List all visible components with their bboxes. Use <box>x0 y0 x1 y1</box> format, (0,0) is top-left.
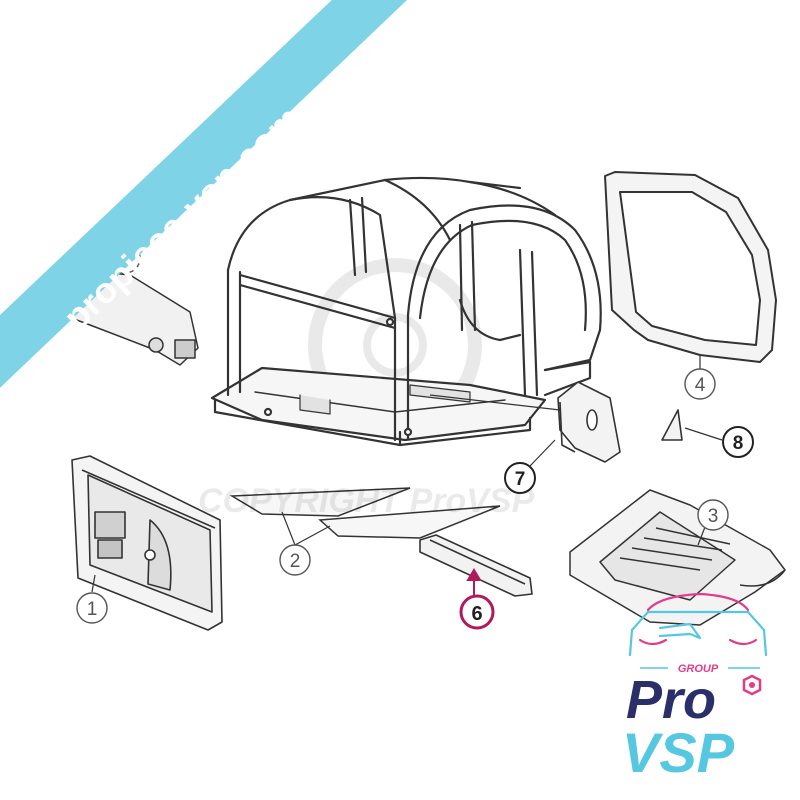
svg-text:3: 3 <box>708 506 719 527</box>
part-3-rear-floor <box>569 489 786 626</box>
part-2-floor-sheets <box>229 487 501 539</box>
part-8-leader <box>684 427 723 441</box>
banner-text: propiece-vsp.com <box>55 98 308 338</box>
part-7-leader <box>529 439 556 467</box>
svg-text:7: 7 <box>515 469 526 490</box>
watermark-text: COPYRIGHT ProVSP <box>198 482 535 520</box>
part-6-arrow <box>466 568 482 595</box>
part-8-clip <box>661 409 683 441</box>
banner-stripe <box>0 0 408 388</box>
hex-nut-icon <box>742 674 762 696</box>
svg-text:6: 6 <box>471 603 482 625</box>
logo-vsp-text: VSP <box>622 721 735 784</box>
provsp-logo: GROUP Pro VSP <box>622 592 768 784</box>
callout-7: 7 <box>504 462 536 494</box>
part-1-door-panel <box>71 455 223 631</box>
logo-pro-text: Pro <box>626 670 716 730</box>
part-6-floor-rail <box>419 534 533 597</box>
callout-4: 4 <box>684 368 716 400</box>
part-3-leader <box>697 526 706 546</box>
part-7-pointer <box>429 394 561 411</box>
svg-text:1: 1 <box>87 599 98 620</box>
svg-text:2: 2 <box>290 551 301 572</box>
callout-3: 3 <box>697 499 729 531</box>
callout-8: 8 <box>722 426 754 458</box>
part-1-leader <box>91 574 96 593</box>
svg-text:8: 8 <box>733 433 744 454</box>
callout-6: 6 <box>459 594 495 630</box>
part-2-leader <box>281 511 331 546</box>
chassis-frame <box>210 176 602 447</box>
part-7-bracket <box>557 381 621 463</box>
callout-1: 1 <box>76 592 108 624</box>
car-outline-icon <box>628 592 768 657</box>
callout-2: 2 <box>279 544 311 576</box>
logo-group-text: GROUP <box>678 663 719 675</box>
svg-text:4: 4 <box>695 375 706 396</box>
part-4-door-frame <box>604 171 777 363</box>
